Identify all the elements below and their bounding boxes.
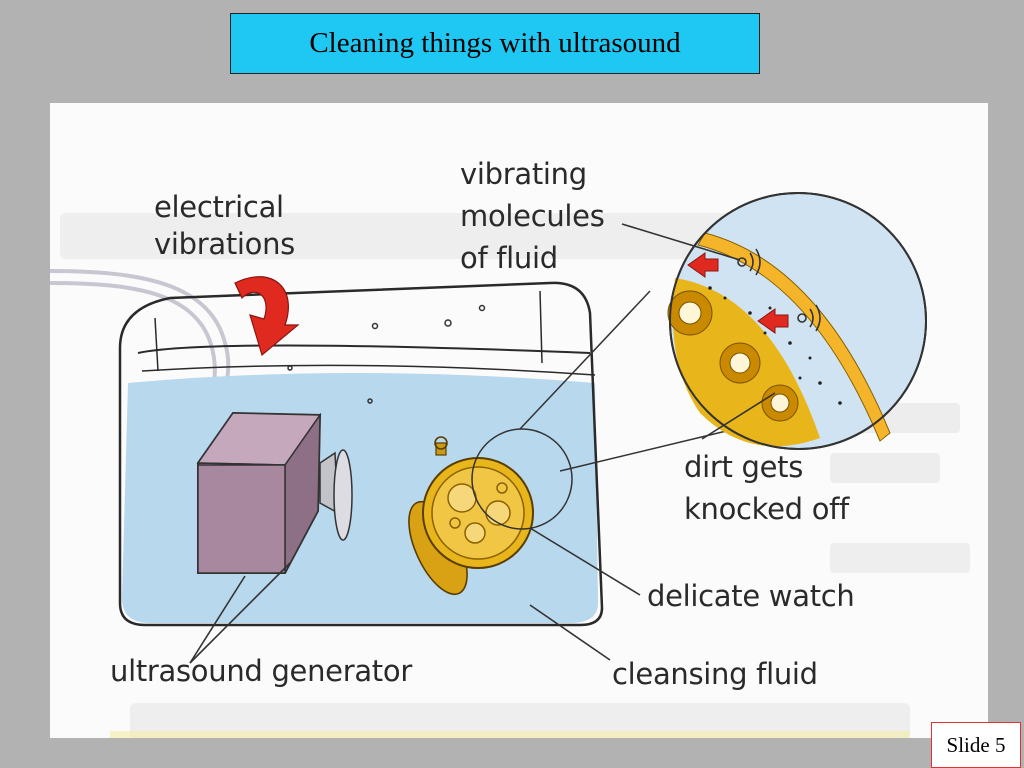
yellow-strip: [110, 731, 910, 738]
fluid-bubbles: [287, 304, 486, 404]
vibration-arrow: [234, 276, 300, 357]
label-electrical-vibrations: electrical vibrations: [154, 189, 295, 263]
label-leader-lines: [189, 223, 776, 664]
background-print-ghost: [60, 213, 970, 738]
label-vibrating-molecules: vibrating molecules of fluid: [460, 153, 605, 279]
label-line: vibrating: [460, 157, 587, 191]
slide-title: Cleaning things with ultrasound: [230, 13, 760, 74]
label-line: molecules: [460, 199, 605, 233]
label-line: electrical: [154, 190, 284, 224]
label-line: knocked off: [684, 492, 849, 526]
label-line: vibrations: [154, 227, 295, 261]
ultrasound-cleaning-diagram: electrical vibrations vibrating molecule…: [50, 103, 988, 738]
diagram-illustration: [50, 192, 970, 738]
label-cleansing-fluid: cleansing fluid: [612, 657, 818, 691]
glass-tank: [118, 281, 604, 627]
label-delicate-watch: delicate watch: [647, 579, 855, 613]
label-line: of fluid: [460, 241, 558, 275]
magnified-view: [667, 192, 927, 450]
label-ultrasound-generator: ultrasound generator: [110, 654, 412, 688]
label-dirt-knocked-off: dirt gets knocked off: [684, 446, 849, 530]
ultrasound-generator-box: [196, 411, 353, 574]
label-line: dirt gets: [684, 450, 804, 484]
slide-number: Slide 5: [931, 722, 1021, 768]
